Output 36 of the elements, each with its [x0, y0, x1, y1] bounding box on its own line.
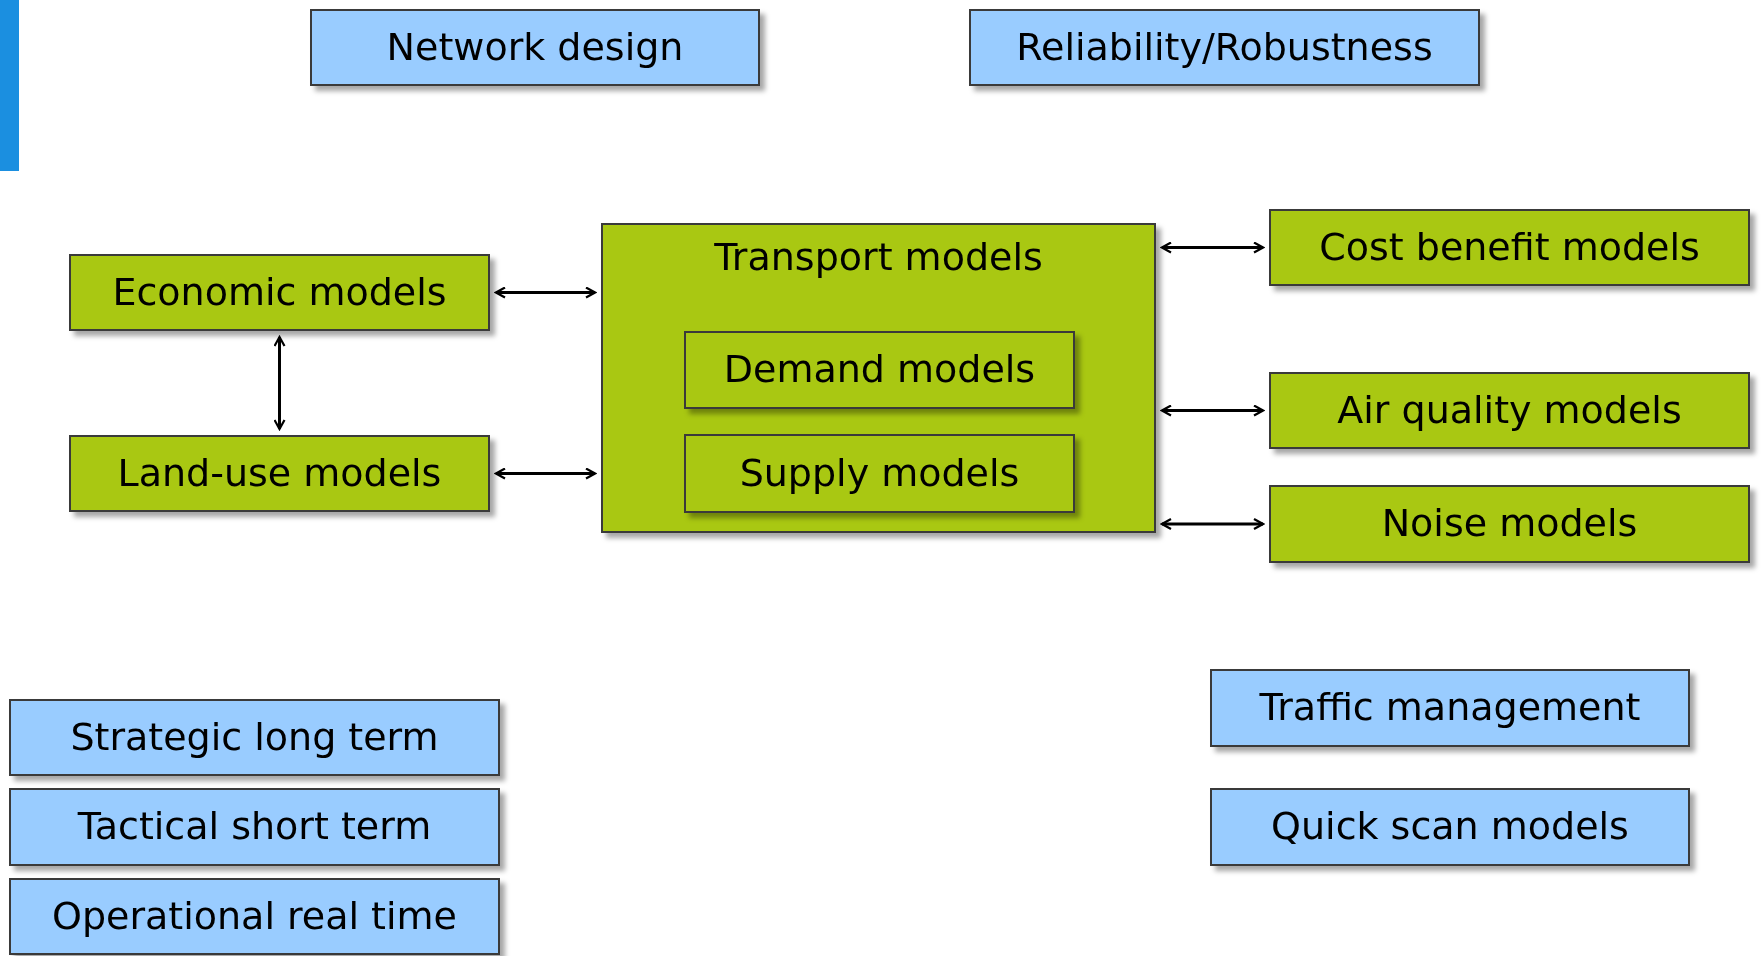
model-box [684, 331, 1075, 409]
box-label: Strategic long term [70, 716, 439, 759]
double-arrow [1160, 241, 1265, 254]
double-arrow [494, 286, 597, 299]
double-arrow [1160, 404, 1265, 417]
model-box [1269, 209, 1750, 286]
model-box [9, 878, 500, 955]
box-label: Operational real time [52, 895, 457, 938]
model-box [1210, 669, 1690, 747]
model-box [1269, 485, 1750, 563]
box-label: Supply models [739, 452, 1020, 495]
group-box [601, 223, 1156, 533]
box-label: Tactical short term [77, 806, 432, 848]
box-label: Reliability/Robustness [1016, 26, 1433, 69]
model-box [310, 9, 760, 86]
double-arrow [1160, 517, 1265, 531]
model-box [969, 9, 1480, 86]
box-label: Transport models [714, 237, 1043, 279]
model-box [69, 254, 490, 331]
box-label: Demand models [723, 349, 1036, 391]
box-label: Quick scan models [1271, 806, 1629, 848]
model-box [9, 699, 500, 776]
box-label: Network design [386, 26, 684, 69]
box-label: Land-use models [117, 452, 442, 495]
box-label: Noise models [1381, 503, 1638, 545]
box-label: Cost benefit models [1319, 226, 1700, 269]
double-arrow [494, 467, 597, 480]
model-box [684, 434, 1075, 513]
model-box [1210, 788, 1690, 866]
double-arrow [273, 335, 286, 431]
box-label: Air quality models [1337, 389, 1682, 432]
model-box [1269, 372, 1750, 449]
model-box [9, 788, 500, 866]
box-label: Traffic management [1259, 687, 1641, 729]
model-box [69, 435, 490, 512]
box-label: Economic models [112, 271, 447, 314]
